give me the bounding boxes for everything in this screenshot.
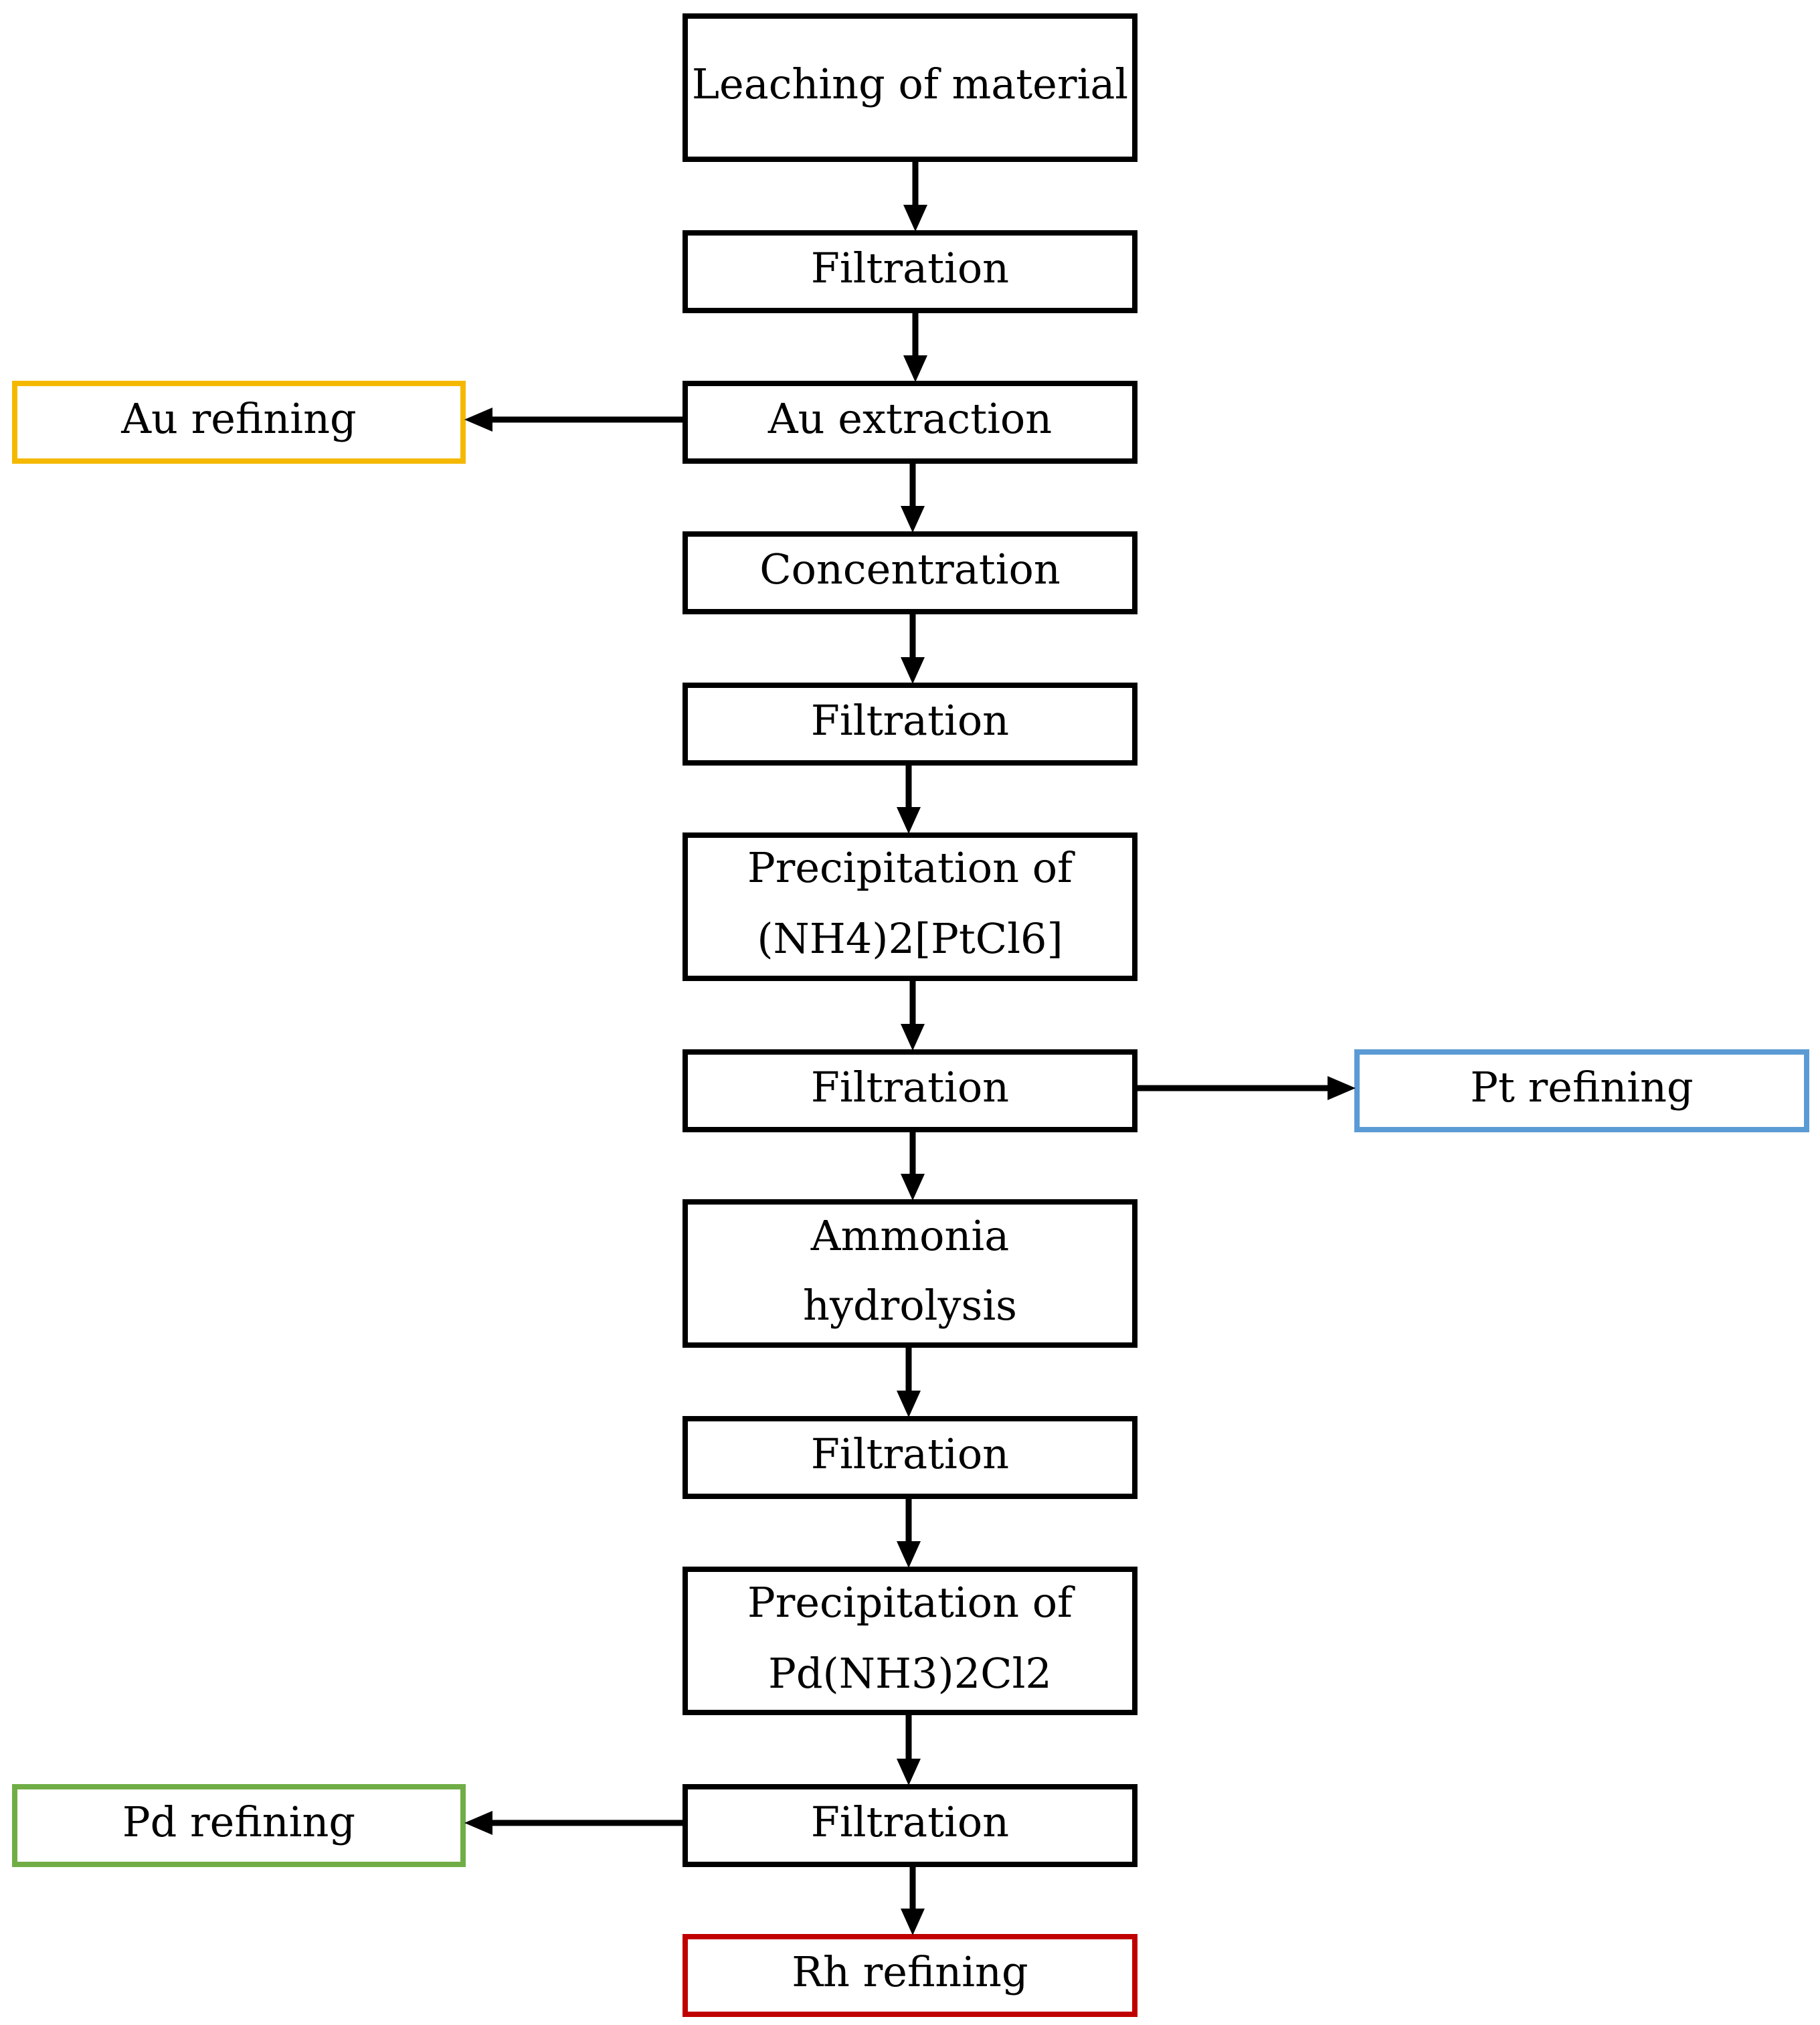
step-filtration-2-label: Filtration	[811, 696, 1009, 745]
step-filtration-5: Filtration	[682, 1784, 1138, 1867]
arrow-leaching-to-filtration-1	[903, 162, 927, 232]
step-au-extraction: Au extraction	[682, 381, 1138, 464]
step-filtration-4-label: Filtration	[811, 1429, 1009, 1478]
step-ammonia-label-1: Ammonia	[810, 1211, 1009, 1260]
arrow-filtration-1-to-au-extraction	[903, 313, 927, 382]
arrow-filtration-3-to-ammonia	[901, 1132, 925, 1201]
pt-refining-border	[1354, 1049, 1809, 1132]
step-ammonia-hydrolysis: Ammonia hydrolysis	[682, 1199, 1138, 1348]
step-au-extraction-label: Au extraction	[767, 394, 1052, 443]
step-concentration-label: Concentration	[759, 545, 1061, 594]
pd-refining-border	[12, 1784, 466, 1867]
step-precipitation-pd-label-2: Pd(NH3)2Cl2	[768, 1649, 1052, 1698]
step-au-refining-label: Au refining	[120, 394, 356, 443]
step-precipitation-pt-label-2: (NH4)2[PtCl6]	[757, 914, 1063, 963]
step-pd-refining: Pd refining	[12, 1784, 466, 1867]
step-filtration-1: Filtration	[682, 230, 1138, 313]
step-precipitation-pt: Precipitation of (NH4)2[PtCl6]	[682, 832, 1138, 981]
step-filtration-5-label: Filtration	[811, 1797, 1009, 1846]
step-pd-refining-label: Pd refining	[122, 1797, 355, 1846]
step-concentration: Concentration	[682, 531, 1138, 614]
step-filtration-2: Filtration	[682, 683, 1138, 766]
step-pt-refining-label: Pt refining	[1470, 1063, 1693, 1112]
au-refining-border	[12, 381, 466, 464]
step-rh-refining-label: Rh refining	[792, 1947, 1028, 1996]
step-filtration-4: Filtration	[682, 1416, 1138, 1499]
step-precipitation-pt-label-1: Precipitation of	[747, 843, 1075, 892]
step-au-refining: Au refining	[12, 381, 466, 464]
arrow-filtration-2-to-precipitation-pt	[897, 766, 921, 834]
arrow-ammonia-to-filtration-4	[897, 1348, 921, 1417]
arrow-precipitation-pt-to-filtration-3	[901, 981, 925, 1051]
step-leaching: Leaching of material	[682, 13, 1138, 162]
step-filtration-3: Filtration	[682, 1049, 1138, 1132]
arrow-au-extraction-to-concentration	[901, 464, 925, 533]
step-pt-refining: Pt refining	[1354, 1049, 1809, 1132]
rh-refining-border	[682, 1934, 1138, 2017]
step-precipitation-pd-label-1: Precipitation of	[747, 1578, 1075, 1627]
arrow-filtration-3-to-pt-refining	[1136, 1076, 1356, 1100]
step-precipitation-pd: Precipitation of Pd(NH3)2Cl2	[682, 1567, 1138, 1715]
step-ammonia-label-2: hydrolysis	[803, 1281, 1017, 1330]
arrow-precipitation-pd-to-filtration-5	[897, 1715, 921, 1785]
step-filtration-3-label: Filtration	[811, 1063, 1009, 1112]
arrow-filtration-5-to-pd-refining	[464, 1811, 684, 1835]
step-filtration-1-label: Filtration	[811, 244, 1009, 292]
arrow-filtration-4-to-precipitation-pd	[897, 1499, 921, 1568]
arrow-concentration-to-filtration-2	[901, 614, 925, 684]
arrow-filtration-5-to-rh-refining	[901, 1867, 925, 1935]
step-leaching-label: Leaching of material	[692, 60, 1128, 108]
arrow-au-extraction-to-au-refining	[464, 408, 684, 432]
step-rh-refining: Rh refining	[682, 1934, 1138, 2017]
